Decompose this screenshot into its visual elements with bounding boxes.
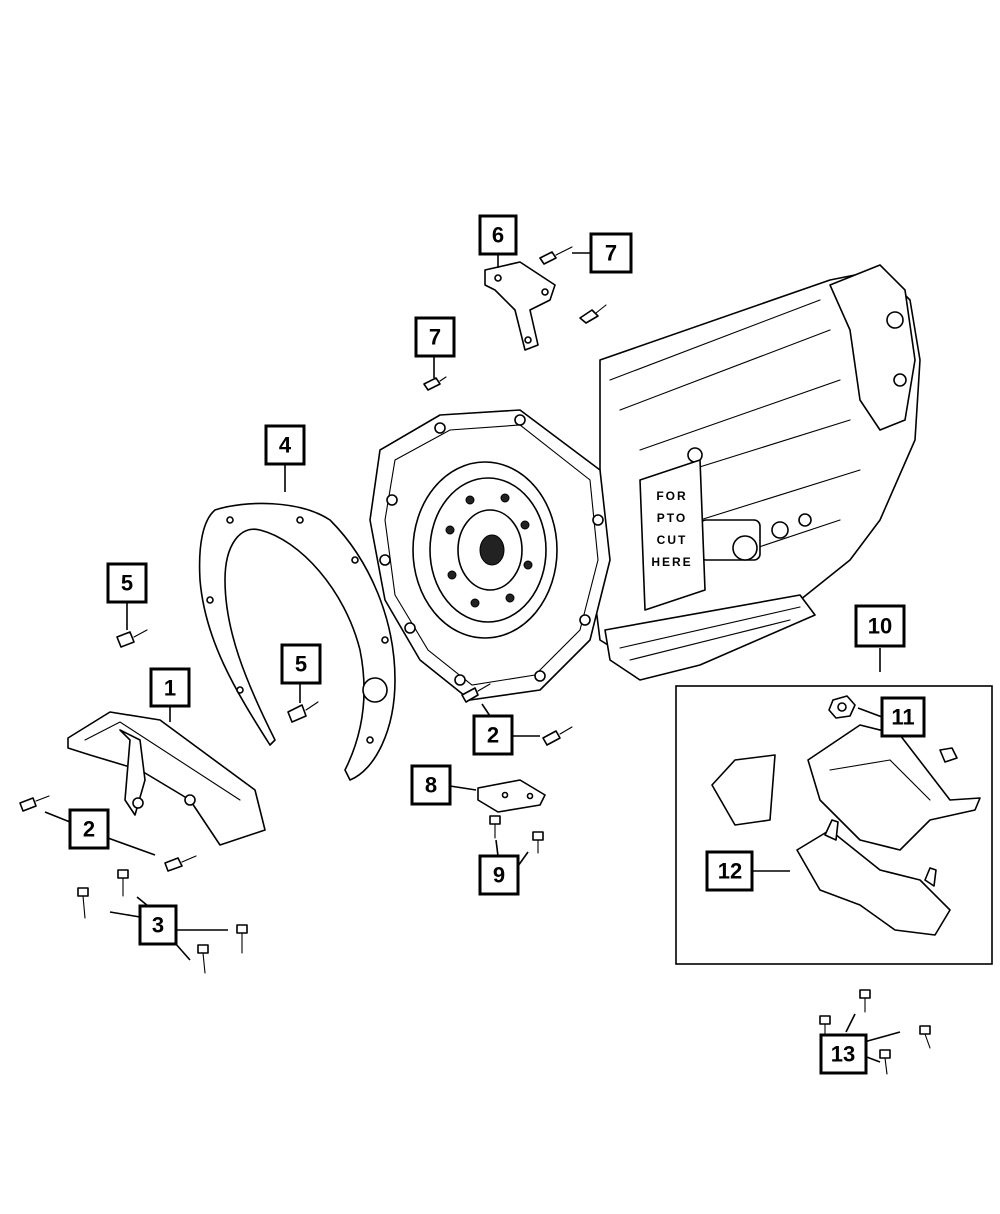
pto-stencil-line-4: HERE: [651, 555, 692, 569]
clip-part-11: [939, 747, 958, 763]
callout-11-label: 11: [891, 705, 914, 730]
callout-13-label: 13: [831, 1042, 855, 1067]
callout-2-left: 2: [68, 808, 110, 850]
callout-1-label: 1: [164, 676, 176, 701]
callout-6-label: 6: [492, 223, 504, 248]
mount-bracket-part-10: [711, 724, 981, 851]
callout-8-label: 8: [425, 773, 437, 798]
pto-stencil-line-2: PTO: [657, 511, 687, 525]
callout-7-left: 7: [414, 316, 456, 358]
transmission-mount-part-12: [796, 819, 951, 936]
callout-11: 11: [880, 696, 926, 738]
callout-9: 9: [478, 854, 520, 896]
callout-5-lower: 5: [280, 643, 322, 685]
callout-13: 13: [819, 1033, 868, 1075]
spacer-plate-part-4: [198, 502, 396, 781]
group-box-part-10: [675, 685, 993, 965]
pto-stencil-line-3: CUT: [657, 533, 688, 547]
bolts: [19, 246, 931, 1075]
callout-7-top: 7: [589, 232, 633, 274]
callout-10: 10: [854, 604, 906, 648]
callout-7-left-label: 7: [429, 325, 441, 350]
dust-cover-part-1: [67, 711, 266, 846]
callout-3-label: 3: [152, 913, 164, 938]
nut-part-11: [828, 695, 856, 719]
callout-5-upper-label: 5: [121, 571, 133, 596]
callout-4-label: 4: [279, 433, 292, 458]
callout-2-left-label: 2: [83, 817, 95, 842]
callout-3: 3: [138, 904, 178, 946]
transmission-assembly: FOR PTO CUT HERE: [369, 264, 921, 701]
callout-9-label: 9: [493, 863, 505, 888]
callout-12-label: 12: [718, 859, 742, 884]
callout-1: 1: [149, 667, 191, 708]
callout-12: 12: [705, 850, 754, 892]
callout-7-top-label: 7: [605, 241, 617, 266]
callout-5-upper: 5: [106, 562, 148, 604]
callout-2-bell: 2: [472, 714, 514, 756]
leader-lines: [44, 252, 901, 1063]
bracket-part-6: [484, 261, 556, 351]
callout-4: 4: [264, 424, 306, 466]
pto-stencil-line-1: FOR: [656, 489, 687, 503]
callout-2-bell-label: 2: [487, 723, 499, 748]
callout-6: 6: [478, 214, 518, 256]
callout-5-lower-label: 5: [295, 652, 307, 677]
callout-10-label: 10: [868, 614, 892, 639]
plate-part-8: [477, 779, 546, 813]
callout-8: 8: [410, 764, 452, 806]
